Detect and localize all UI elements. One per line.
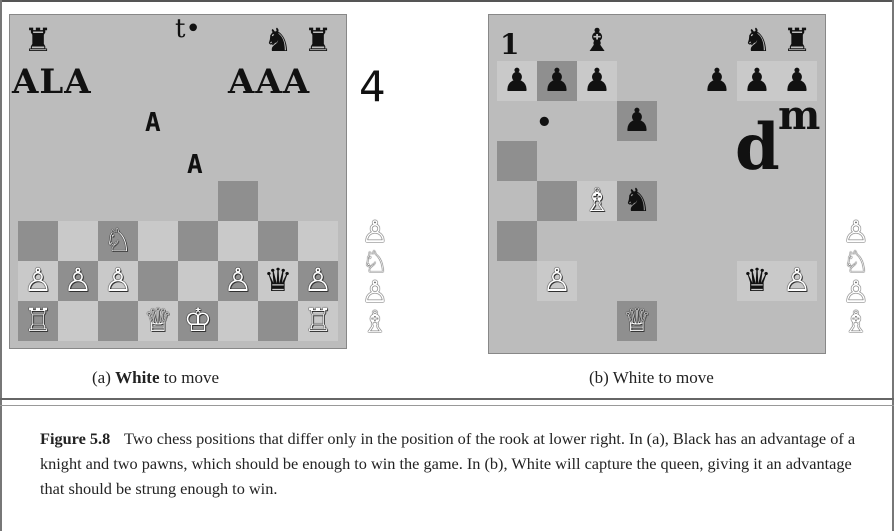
w-pawn-icon: ♙	[98, 261, 138, 301]
board-a-overlay-row2: AAA	[228, 62, 310, 102]
board-square	[58, 221, 98, 261]
w-rook-icon: ♖	[298, 301, 338, 341]
b-queen-icon: ♛	[258, 261, 298, 301]
caption-a-rest: to move	[164, 368, 219, 387]
left-rule	[0, 0, 2, 531]
caption-divider	[0, 398, 894, 400]
side-piece-stack-b: ♙ ♘ ♙ ♗	[836, 218, 876, 338]
board-square	[258, 301, 298, 341]
figure-caption: Figure 5.8 Two chess positions that diff…	[40, 426, 866, 501]
w-rook-icon: ♖	[18, 301, 58, 341]
board-a-overlay-top: t•	[175, 14, 201, 44]
b-pawn-icon: ♟	[497, 61, 537, 101]
pawn-icon: ♙	[836, 218, 876, 248]
b-rook-icon: ♜	[298, 21, 338, 61]
board-a-overlay-row: ALA	[12, 62, 92, 102]
b-pawn-icon: ♟	[737, 61, 777, 101]
b-knight-icon: ♞	[258, 21, 298, 61]
caption-a-bold: White	[115, 368, 159, 387]
b-knight-icon: ♞	[737, 21, 777, 61]
b-rook-icon: ♜	[18, 21, 58, 61]
caption-divider-inner	[0, 405, 894, 406]
b-pawn-icon: ♟	[537, 61, 577, 101]
b-rook-icon: ♜	[777, 21, 817, 61]
board-square	[98, 301, 138, 341]
w-pawn-icon: ♙	[58, 261, 98, 301]
bishop-icon: ♗	[836, 308, 876, 338]
board-square	[178, 221, 218, 261]
side-piece-stack-a: ♙ ♘ ♙ ♗	[355, 218, 395, 338]
board-square	[18, 221, 58, 261]
board-a-overlay-a2: A	[187, 150, 203, 180]
b-bishop-icon: ♝	[577, 21, 617, 61]
b-pawn-icon: ♟	[617, 101, 657, 141]
w-pawn-icon: ♙	[218, 261, 258, 301]
top-rule	[0, 0, 894, 2]
board-square	[58, 301, 98, 341]
w-pawn-icon: ♙	[298, 261, 338, 301]
pawn-icon: ♙	[355, 278, 395, 308]
board-a-caption: (a) White to move	[92, 368, 219, 388]
figure-text: Two chess positions that differ only in …	[40, 429, 855, 498]
knight-icon: ♘	[836, 248, 876, 278]
b-knight-icon: ♞	[617, 181, 657, 221]
board-square	[178, 261, 218, 301]
b-pawn-icon: ♟	[577, 61, 617, 101]
board-square	[537, 181, 577, 221]
b-queen-icon: ♛	[737, 261, 777, 301]
board-square	[258, 221, 298, 261]
w-pawn-icon: ♙	[777, 261, 817, 301]
knight-icon: ♘	[355, 248, 395, 278]
board-square	[497, 221, 537, 261]
board-square	[298, 221, 338, 261]
board-b-overlay-d: d	[735, 116, 780, 180]
board-square	[218, 221, 258, 261]
board-b-overlay-m: m	[778, 96, 820, 136]
pawn-icon: ♙	[355, 218, 395, 248]
w-queen-icon: ♕	[138, 301, 178, 341]
w-king-icon: ♔	[178, 301, 218, 341]
board-a-side-number: 4	[359, 62, 386, 111]
board-square	[218, 301, 258, 341]
figure-label: Figure 5.8	[40, 429, 110, 448]
w-bishop-icon: ♗	[577, 181, 617, 221]
board-b-caption: (b) White to move	[589, 368, 714, 388]
caption-a-label: (a)	[92, 368, 111, 387]
w-knight-icon: ♘	[98, 221, 138, 261]
board-square	[138, 261, 178, 301]
pawn-icon: ♙	[836, 278, 876, 308]
w-queen-icon: ♕	[617, 301, 657, 341]
board-a-overlay-a1: A	[145, 108, 161, 138]
b-pawn-icon: ♟	[697, 61, 737, 101]
board-b-overlay-dot: •	[536, 108, 553, 138]
w-pawn-icon: ♙	[537, 261, 577, 301]
board-square	[497, 141, 537, 181]
bishop-icon: ♗	[355, 308, 395, 338]
w-pawn-icon: ♙	[18, 261, 58, 301]
board-b-overlay-one: 1	[500, 28, 519, 61]
board-square	[218, 181, 258, 221]
board-square	[138, 221, 178, 261]
